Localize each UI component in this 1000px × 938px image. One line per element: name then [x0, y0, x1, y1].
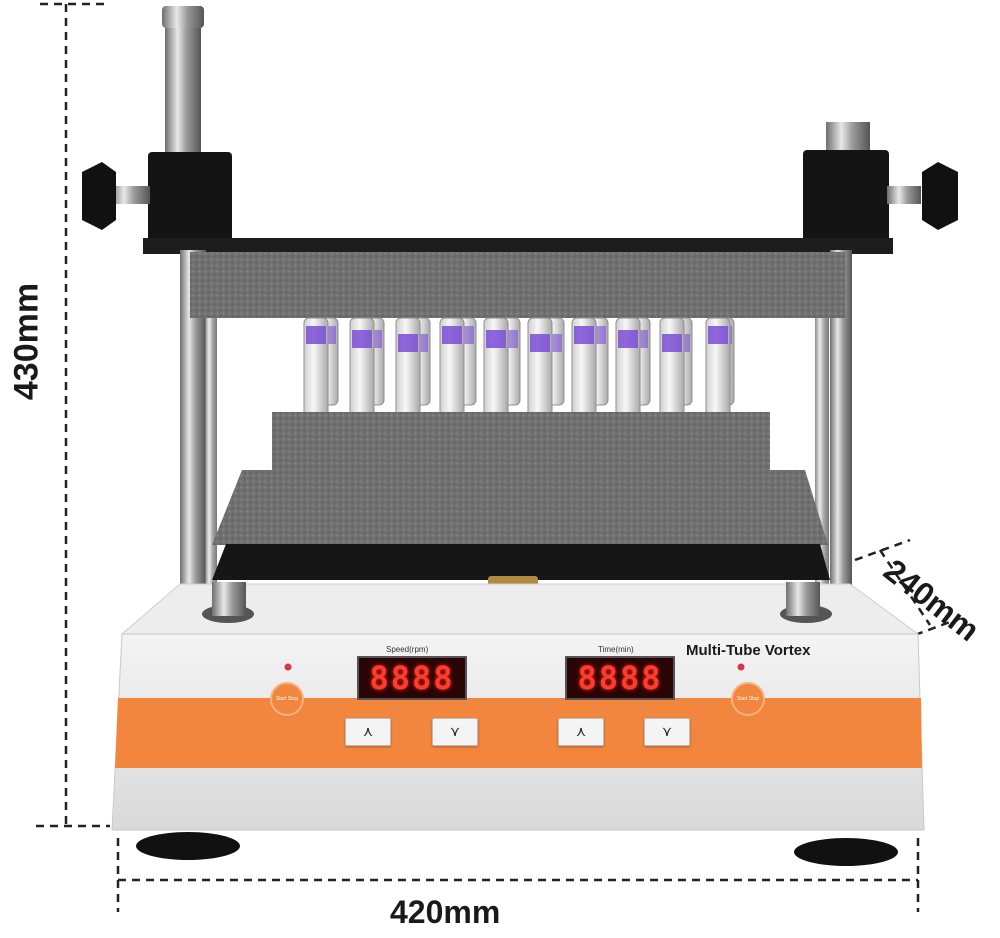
test-tube — [659, 317, 685, 429]
speed-down-button[interactable]: ⋎ — [432, 718, 478, 746]
test-tube-rack — [303, 317, 735, 429]
test-tube — [349, 317, 375, 429]
time-display: 8888 — [565, 656, 675, 700]
test-tube — [527, 317, 553, 429]
right-indicator-led — [737, 663, 745, 671]
speed-label: Speed(rpm) — [386, 645, 429, 654]
top-foam-pad — [190, 252, 845, 318]
start-stop-right-label: Start Stop — [736, 695, 760, 702]
time-label: Time(min) — [598, 645, 634, 654]
speed-up-button[interactable]: ⋏ — [345, 718, 391, 746]
start-stop-left-label: Start Stop — [275, 695, 299, 702]
left-knob-icon — [82, 162, 150, 230]
test-tube — [705, 317, 731, 429]
test-tube — [483, 317, 509, 429]
left-clamp-block — [148, 152, 232, 244]
test-tube — [395, 317, 421, 429]
start-stop-button-left[interactable]: Start Stop — [270, 682, 304, 716]
test-tube — [571, 317, 597, 429]
left-top-rod — [165, 6, 201, 158]
orange-stripe — [115, 698, 922, 768]
right-foot — [794, 838, 898, 866]
time-down-button[interactable]: ⋎ — [644, 718, 690, 746]
top-plate — [143, 238, 893, 254]
start-stop-button-right[interactable]: Start Stop — [731, 682, 765, 716]
right-guide-rod — [830, 250, 852, 610]
right-clamp-block — [803, 150, 889, 244]
base-foam-tray — [212, 470, 828, 545]
time-up-button[interactable]: ⋏ — [558, 718, 604, 746]
width-dimension-label: 420mm — [390, 894, 501, 930]
height-dimension-label: 430mm — [7, 282, 46, 401]
left-indicator-led — [284, 663, 292, 671]
test-tube — [303, 317, 329, 429]
brand-label: Multi-Tube Vortex — [686, 642, 811, 659]
shaker-platform — [212, 544, 830, 580]
test-tube — [615, 317, 641, 429]
speed-display: 8888 — [357, 656, 467, 700]
test-tube — [439, 317, 465, 429]
right-knob-icon — [887, 162, 958, 230]
dimension-lines — [36, 2, 951, 912]
left-foot — [136, 832, 240, 860]
